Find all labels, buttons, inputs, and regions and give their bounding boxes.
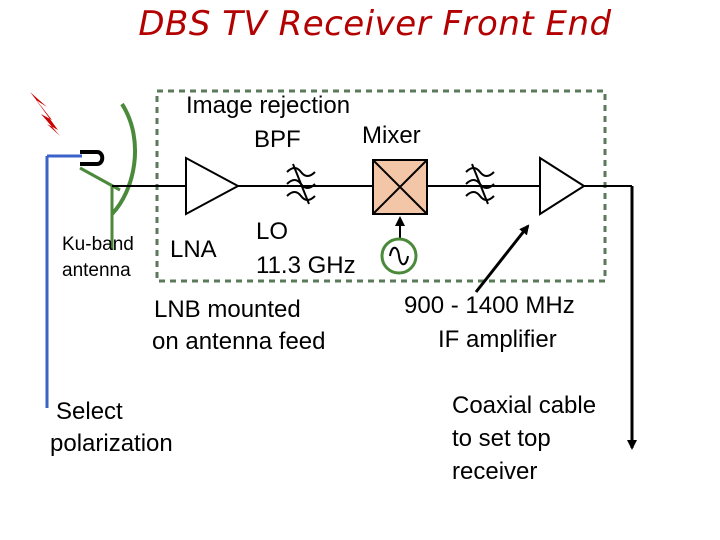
select-label-line1: Select [56, 398, 123, 425]
bpf-label: BPF [254, 126, 301, 153]
coax-label-line2: to set top [452, 425, 551, 452]
if-amplifier-icon [539, 156, 586, 216]
mixer-label: Mixer [362, 122, 421, 149]
if-range-label: 900 - 1400 MHz [404, 292, 575, 319]
polarization-line [45, 154, 82, 408]
image-rejection-label: Image rejection [186, 92, 351, 119]
page-title: DBS TV Receiver Front End [138, 4, 612, 44]
select-label-line2: polarization [50, 430, 173, 457]
lnb-label-line1: LNB mounted [154, 296, 301, 323]
coax-label-line3: receiver [452, 458, 538, 485]
oscillator-icon [380, 237, 418, 275]
filter-icon [286, 163, 316, 205]
coax-label-line1: Coaxial cable [452, 392, 597, 419]
ku-band-label: Ku-band [62, 234, 134, 255]
if-pointer-arrow [474, 224, 530, 293]
lnb-label-line2: on antenna feed [152, 328, 326, 355]
if-amplifier-label: IF amplifier [438, 326, 557, 353]
dish-icon [79, 102, 138, 250]
antenna-label: antenna [62, 260, 131, 281]
if-filter-icon [465, 163, 495, 205]
lo-frequency-label: 11.3 GHz [256, 252, 356, 279]
lna-label: LNA [170, 236, 217, 263]
lightning-icon [30, 92, 60, 136]
lo-label: LO [256, 218, 289, 245]
amplifier-icon [185, 156, 241, 216]
mixer-icon [372, 159, 428, 215]
